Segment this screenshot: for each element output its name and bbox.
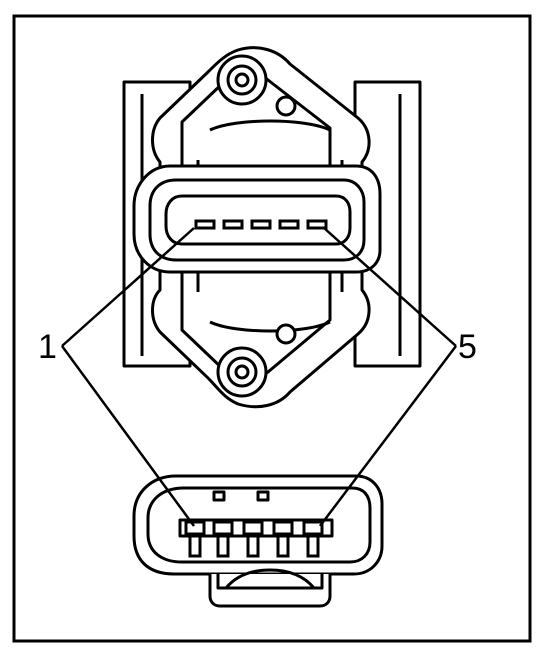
terminal-5 <box>302 520 324 558</box>
sensor-pin-slots <box>194 219 328 230</box>
sensor-pin-slot <box>306 219 328 230</box>
terminal-1 <box>184 520 206 558</box>
leader-lines <box>60 227 457 527</box>
terminal-4 <box>272 520 294 558</box>
harness-terminals <box>184 520 324 558</box>
leader-5-to-sensor <box>323 227 457 347</box>
sensor-pin-slot <box>250 219 272 230</box>
terminal-2 <box>212 520 234 558</box>
leader-5-to-harness <box>319 345 457 527</box>
terminal-3 <box>242 520 264 558</box>
diagram-frame <box>12 14 532 643</box>
callout-label-5: 5 <box>458 328 477 366</box>
sensor-pin-slot <box>222 219 244 230</box>
callout-label-1: 1 <box>38 328 57 366</box>
sensor-pin-slot <box>278 219 300 230</box>
leader-1-to-sensor <box>61 227 195 347</box>
leader-1-to-harness <box>60 345 196 527</box>
sensor-pin-slot <box>194 219 216 230</box>
sensor-connector-shell <box>132 164 382 274</box>
